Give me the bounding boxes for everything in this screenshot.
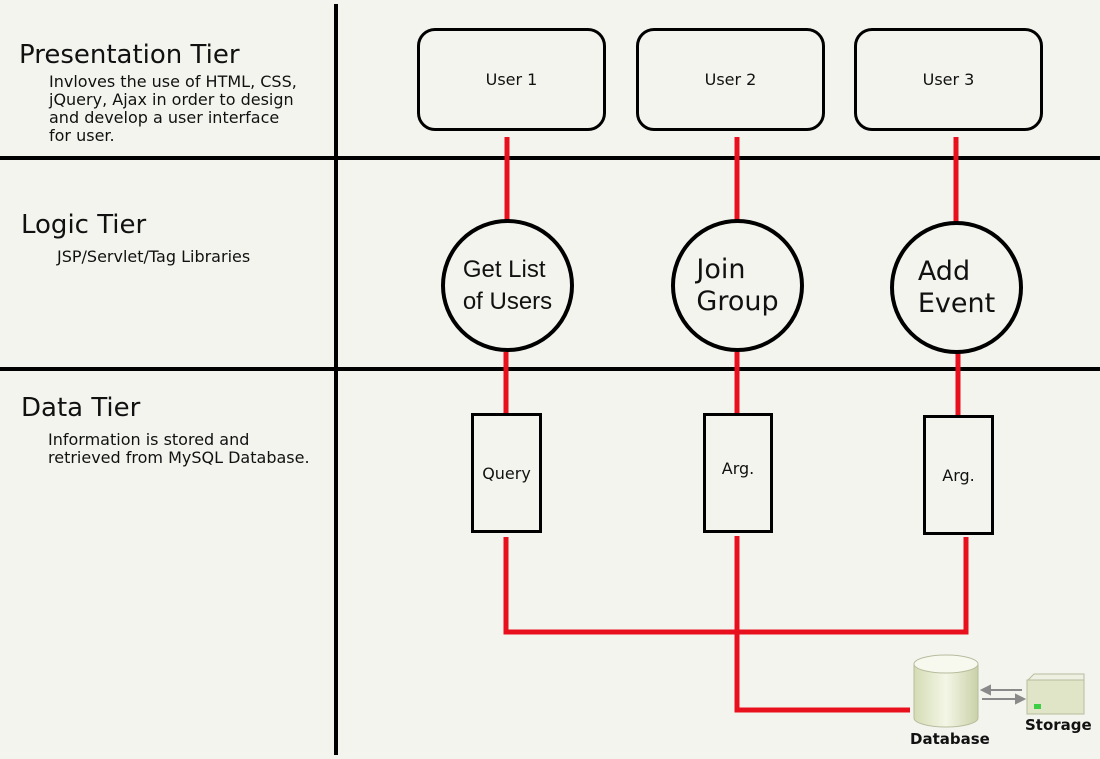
operation-join-group: Join Group <box>671 219 804 352</box>
connector-arg-database <box>734 536 910 713</box>
data-tier-title: Data Tier <box>21 393 141 423</box>
user-box-2: User 2 <box>636 28 825 131</box>
user-box-3: User 3 <box>854 28 1043 131</box>
operation-add-event: Add Event <box>890 221 1023 354</box>
data-tier-description: Information is stored and retrieved from… <box>48 430 310 467</box>
storage-label: Storage <box>1025 716 1092 734</box>
logic-tier-description: JSP/Servlet/Tag Libraries <box>57 247 251 266</box>
data-node-arg-2: Arg. <box>923 415 994 535</box>
database-icon <box>913 654 979 728</box>
operation-get-list-of-users: Get List of Users <box>441 219 574 352</box>
database-label: Database <box>910 730 990 748</box>
data-node-arg-1: Arg. <box>703 413 773 533</box>
presentation-tier-title: Presentation Tier <box>19 40 240 70</box>
presentation-tier-description: Invloves the use of HTML, CSS, jQuery, A… <box>49 72 297 145</box>
data-node-query: Query <box>471 413 542 533</box>
user-box-1: User 1 <box>417 28 606 131</box>
logic-tier-title: Logic Tier <box>21 210 147 240</box>
storage-icon <box>1026 673 1085 715</box>
sync-arrows-icon <box>979 684 1027 705</box>
